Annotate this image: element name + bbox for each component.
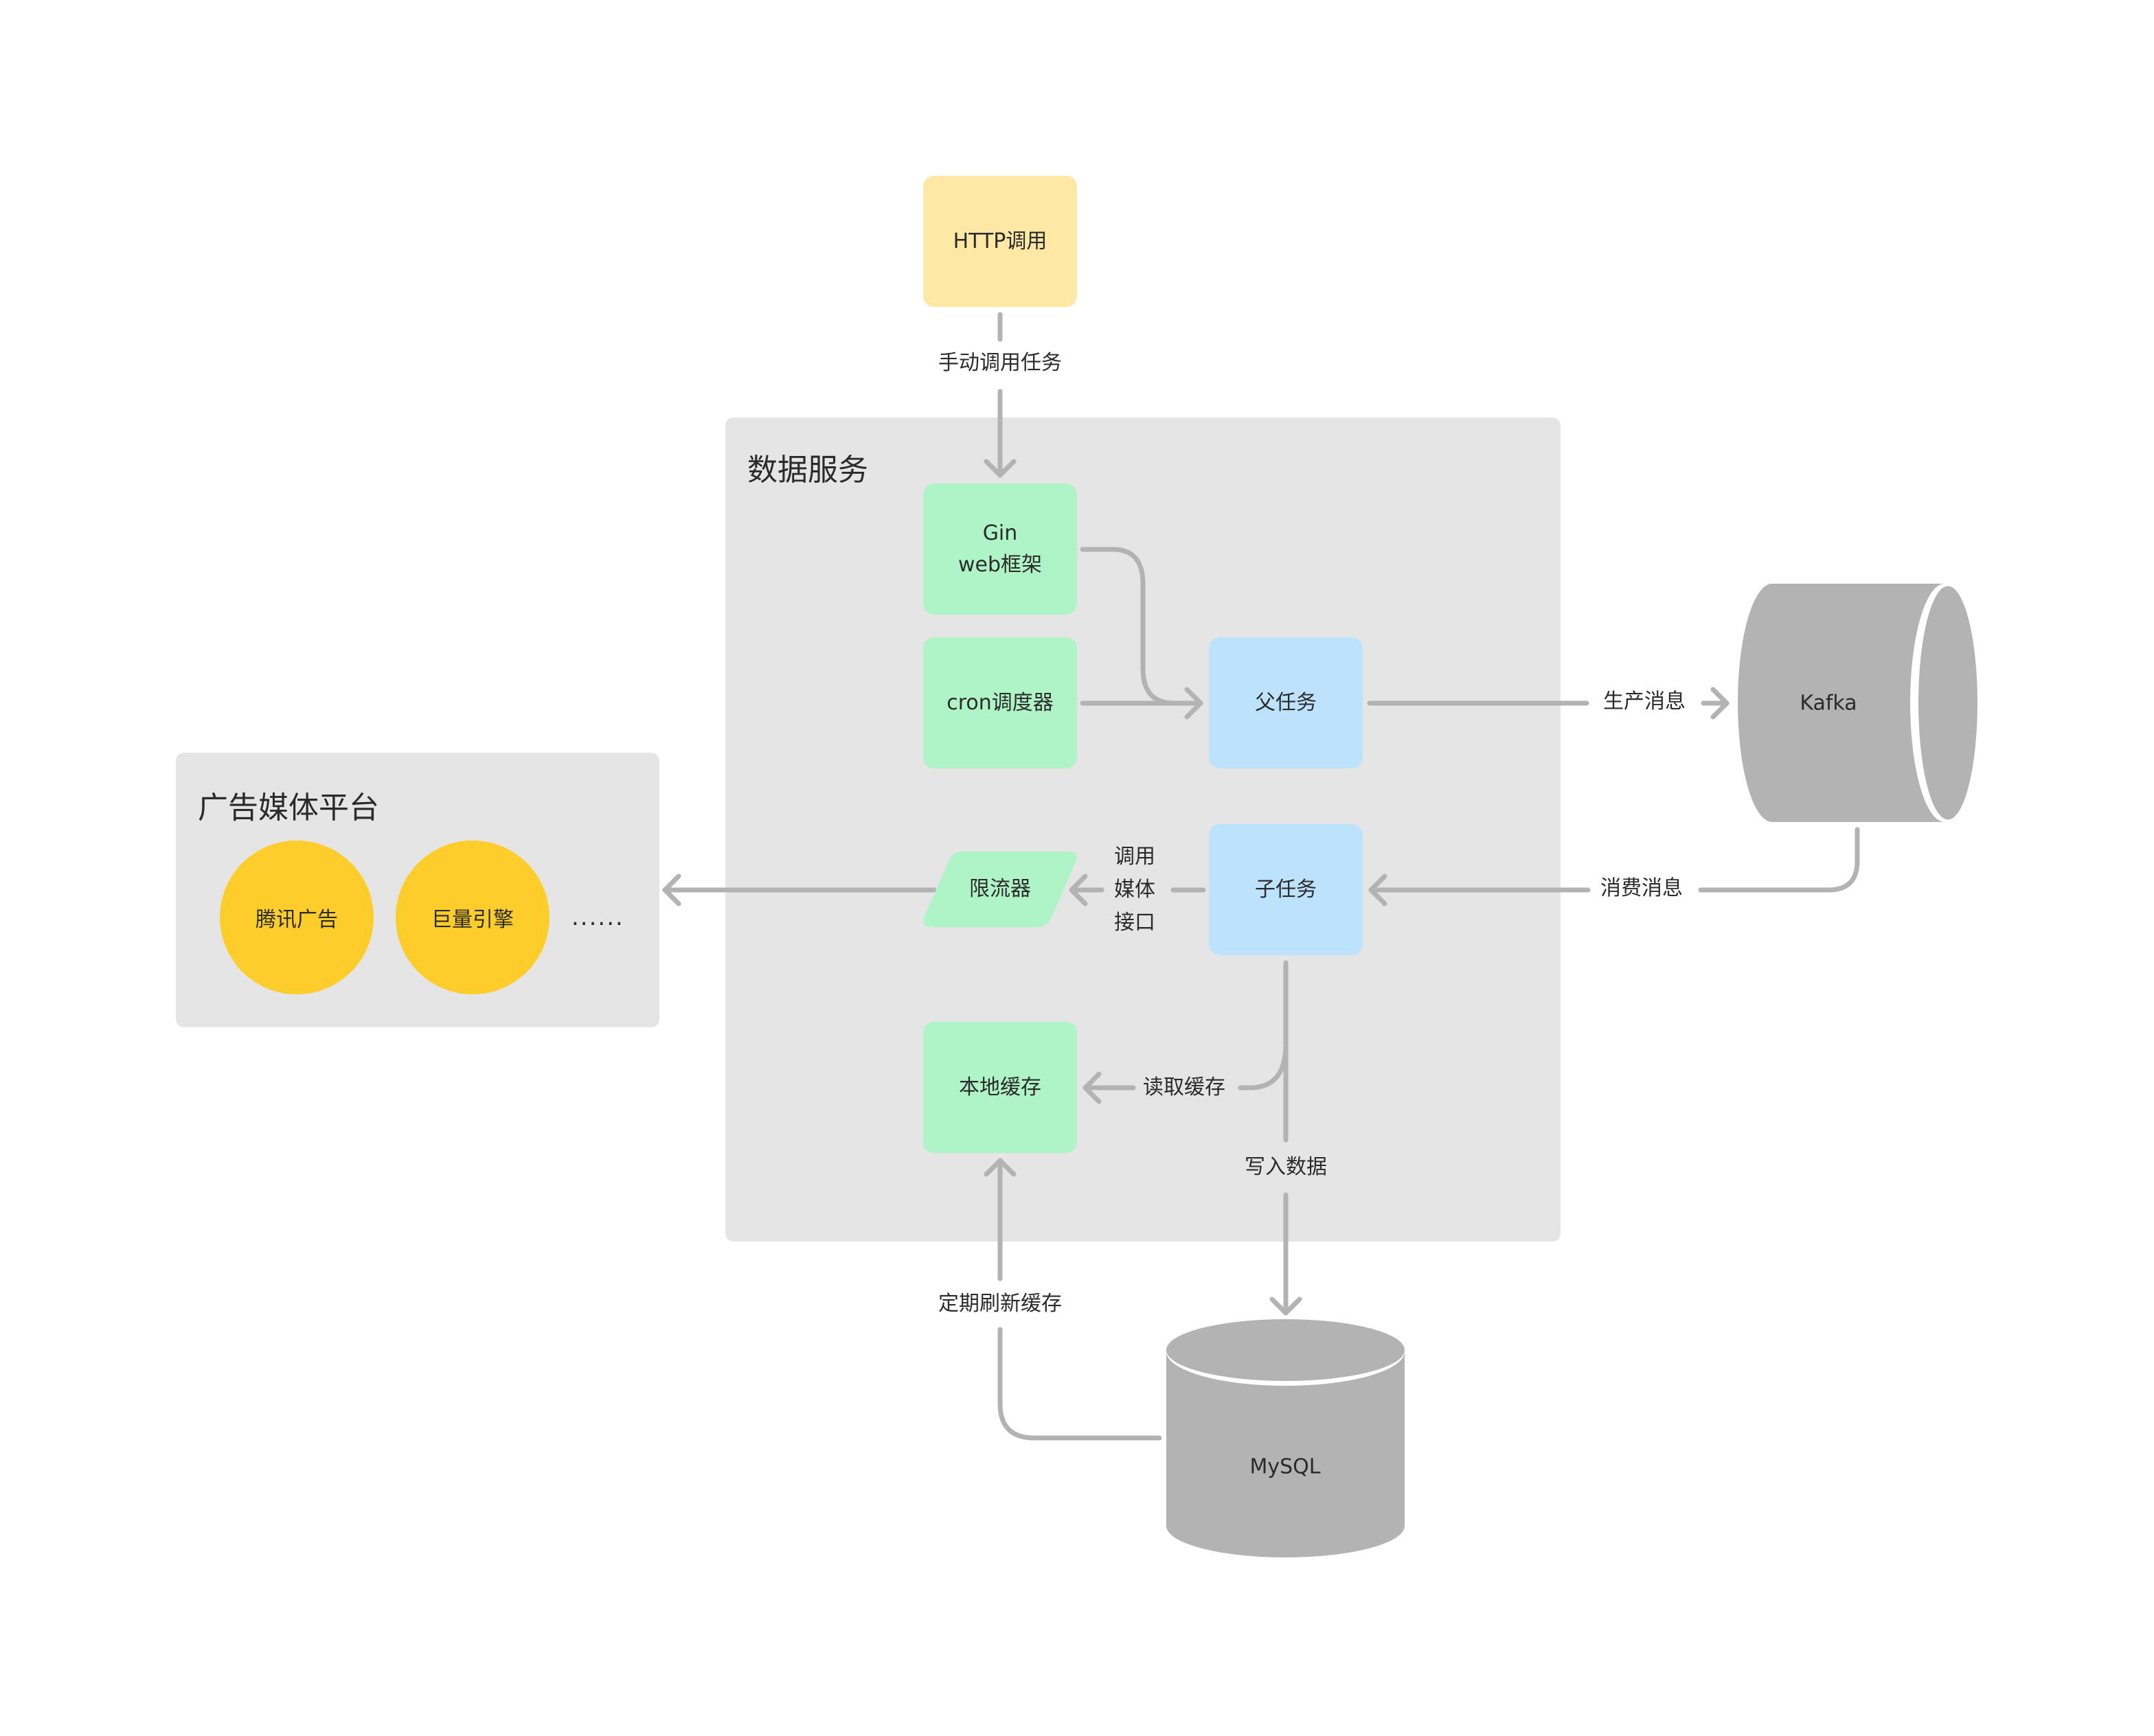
arrowhead-child <box>1368 873 1387 906</box>
arrowhead-refresh <box>984 1158 1017 1177</box>
local-cache-label: 本地缓存 <box>959 1075 1041 1099</box>
edge-gin-to-parent <box>1080 547 1203 706</box>
platform-tencent-label: 腾讯广告 <box>256 908 338 932</box>
rate-limiter-node[interactable]: 限流器 <box>923 852 1077 927</box>
arrowhead-parent <box>1184 687 1203 720</box>
edge-label-consume: 消费消息 <box>1600 876 1683 900</box>
kafka-label: Kafka <box>1800 691 1857 716</box>
parent-task-node[interactable]: 父任务 <box>1209 637 1363 768</box>
rate-limiter-shape <box>923 852 1077 927</box>
call-media-line1: 调用 <box>1114 845 1155 869</box>
arrowhead-gin <box>984 459 1017 478</box>
cron-scheduler-node[interactable]: cron调度器 <box>923 637 1077 768</box>
data-service-container: 数据服务 <box>725 418 1561 1242</box>
edge-mysql-to-cache <box>997 1327 1162 1441</box>
arrowhead-kafka <box>1710 687 1730 720</box>
call-media-line2: 媒体 <box>1114 878 1155 902</box>
edge-kafka-to-child <box>1698 827 1860 893</box>
arrowhead-limiter <box>1069 873 1088 906</box>
child-task-node[interactable]: 子任务 <box>1209 824 1363 955</box>
mysql-cylinder <box>1166 1317 1405 1557</box>
child-task-label: 子任务 <box>1255 877 1317 902</box>
edge-label-produce: 生产消息 <box>1603 689 1686 713</box>
edge-label-call-media: 调用 媒体 接口 <box>1114 841 1155 939</box>
edge-label-read-cache: 读取缓存 <box>1143 1075 1225 1099</box>
cron-label: cron调度器 <box>946 690 1054 715</box>
call-media-line3: 接口 <box>1114 911 1155 935</box>
edge-child-to-cache <box>1238 1041 1289 1090</box>
gin-web-framework-node[interactable]: Gin web框架 <box>923 483 1077 615</box>
platform-tencent-ads[interactable]: 腾讯广告 <box>220 841 374 994</box>
gin-label-line2: web框架 <box>957 552 1043 577</box>
data-service-title: 数据服务 <box>747 453 868 488</box>
more-platforms-ellipsis: ...... <box>571 904 624 931</box>
edge-label-manual-invoke: 手动调用任务 <box>938 351 1062 375</box>
local-cache-node[interactable]: 本地缓存 <box>923 1022 1077 1153</box>
http-call-label: HTTP调用 <box>953 229 1047 253</box>
ad-platform-title: 广告媒体平台 <box>198 790 379 825</box>
arrowhead-mysql <box>1269 1297 1302 1316</box>
gin-label-line1: Gin <box>982 521 1018 545</box>
parent-task-label: 父任务 <box>1255 690 1317 715</box>
http-call-node[interactable]: HTTP调用 <box>923 176 1077 307</box>
kafka-cylinder <box>1738 584 1979 822</box>
platform-ocean-engine-label: 巨量引擎 <box>431 908 514 932</box>
edge-label-write-data: 写入数据 <box>1245 1155 1327 1179</box>
arrowhead-cache <box>1082 1071 1102 1104</box>
mysql-label: MySQL <box>1249 1454 1321 1479</box>
rate-limiter-label: 限流器 <box>969 877 1031 901</box>
arrowhead-platform <box>662 873 681 906</box>
edge-label-refresh-cache: 定期刷新缓存 <box>938 1292 1062 1316</box>
platform-ocean-engine[interactable]: 巨量引擎 <box>396 841 549 994</box>
